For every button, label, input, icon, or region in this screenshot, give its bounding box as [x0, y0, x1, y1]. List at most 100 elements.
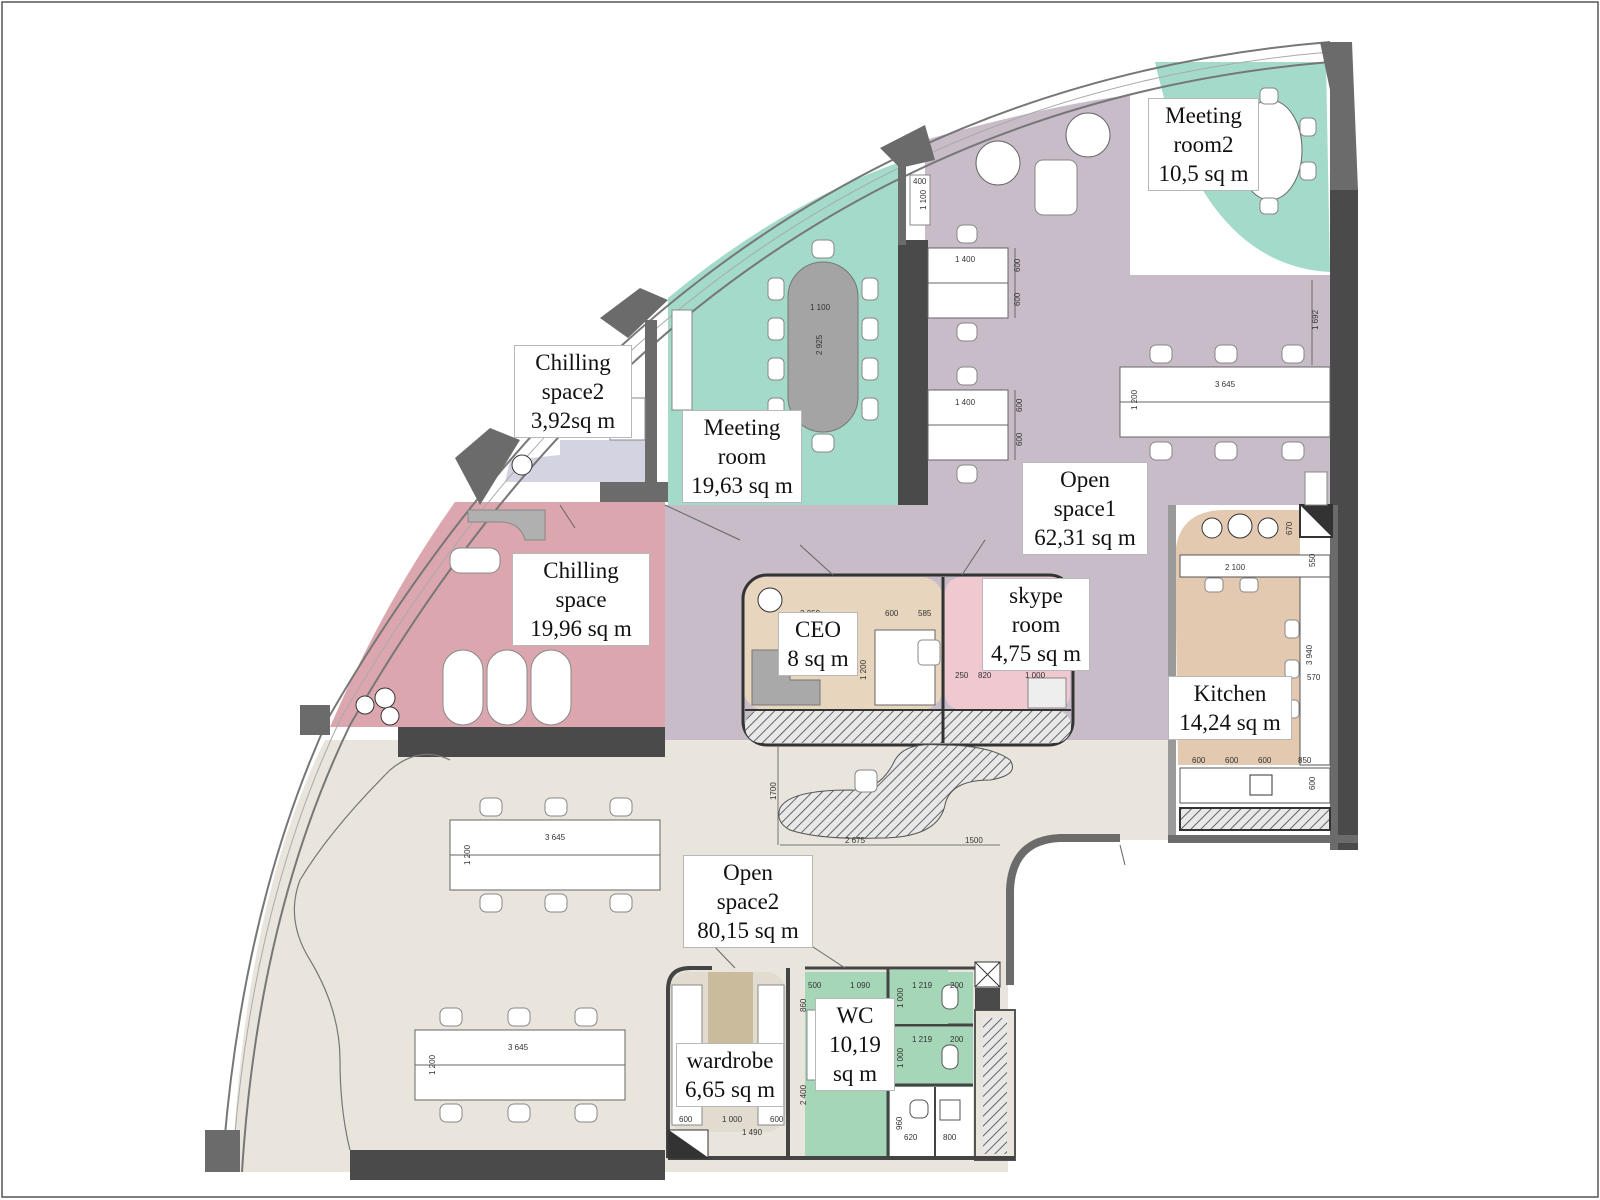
dim-1090: 1 090: [850, 981, 871, 990]
dim-1200d: 1 200: [428, 1054, 437, 1075]
dim-670: 670: [1285, 521, 1294, 535]
desk-chairs: [956, 224, 978, 484]
plant-chill: [355, 687, 400, 726]
kitchen-stools: [1204, 577, 1300, 719]
door: [1119, 844, 1126, 866]
plant: [1227, 513, 1253, 539]
door: [712, 944, 736, 969]
dim-1400a: 1 400: [955, 255, 976, 264]
door: [559, 504, 576, 529]
dim-1700: 1700: [769, 782, 778, 800]
label-line: space2: [716, 889, 780, 914]
sink-wc: [939, 1099, 961, 1121]
plant: [374, 687, 396, 709]
chair: [507, 1007, 531, 1027]
kitchen-counter-right: [1299, 559, 1331, 766]
label-line: Open: [723, 860, 773, 885]
dim-1000a: 1 000: [1025, 671, 1046, 680]
chair: [1281, 441, 1305, 461]
dim-1400b: 1 400: [955, 398, 976, 407]
chair: [956, 224, 978, 244]
lounge-seat: [1034, 159, 1078, 216]
label-ceo: CEO 8 sq m: [778, 612, 858, 676]
dim-3645c: 3 645: [508, 1043, 529, 1052]
kitchen-counter-top: [1179, 554, 1331, 578]
door: [809, 944, 846, 969]
column-2: [880, 125, 935, 168]
wall-wardrobe-outline: [666, 966, 712, 1158]
shaft-wc-x2: [974, 961, 1001, 988]
label-line: WC: [836, 1003, 874, 1028]
dim-600k1: 600: [1192, 756, 1206, 765]
dim-3645a: 3 645: [1215, 380, 1236, 389]
plant-ceo: [757, 587, 783, 613]
chair: [1299, 161, 1317, 181]
chair: [811, 239, 835, 259]
chair: [956, 464, 978, 484]
label-line: 3,92sq m: [530, 408, 616, 433]
chair: [1299, 117, 1317, 137]
dim-1100a: 1 100: [919, 189, 928, 210]
door: [961, 539, 986, 576]
label-line: 19,63 sq m: [691, 473, 793, 498]
shaft-kitchen-fill: [1300, 505, 1332, 537]
dim-600a: 600: [1013, 258, 1022, 272]
wall-chilling-bottom: [398, 727, 665, 757]
dim-600w1: 600: [679, 1115, 693, 1124]
dim-1200b: 1 200: [859, 659, 868, 680]
dim-200b: 200: [950, 1035, 964, 1044]
chair: [861, 277, 879, 301]
label-open-space2: Open space2 80,15 sq m: [683, 855, 813, 948]
chair: [574, 1007, 598, 1027]
chair: [609, 797, 633, 817]
wc-cubicle-1-bg: [890, 970, 948, 1024]
chair: [861, 397, 879, 421]
wall-chilling2-bottom: [600, 482, 668, 502]
plant-chill2: [511, 454, 533, 476]
stool: [1284, 659, 1300, 679]
meeting-room-cabinet: [671, 309, 693, 411]
label-line: Meeting: [703, 415, 781, 440]
chair: [479, 893, 503, 913]
wall-wc-right-dark: [975, 988, 1000, 1010]
wall-kitchen-bottom: [1168, 835, 1358, 843]
outer-glass-wall: [221, 41, 1331, 1173]
wall-kitchen-left: [1168, 505, 1176, 835]
column-3: [600, 288, 668, 338]
toilet-1: [941, 984, 959, 1010]
door: [664, 504, 741, 541]
dim-1000b: 1 000: [896, 987, 905, 1008]
skype-seat: [1027, 677, 1067, 709]
chair: [1149, 344, 1173, 364]
armchair: [442, 649, 484, 726]
wall-open2-bottom: [350, 1150, 665, 1180]
dimension-lines: [777, 248, 1313, 846]
column-4: [455, 428, 520, 505]
label-line: room: [717, 444, 767, 469]
chair: [767, 277, 785, 301]
label-line: 10,5 sq m: [1158, 161, 1249, 186]
dim-1200c: 1 200: [463, 844, 472, 865]
dim-600c: 600: [1015, 398, 1024, 412]
ceo-chair: [917, 639, 941, 666]
dim-820: 820: [978, 671, 992, 680]
chill-armchairs: [442, 649, 572, 726]
label-line: 19,96 sq m: [530, 616, 632, 641]
column-top: [1320, 42, 1358, 190]
dim-1692: 1 692: [1311, 309, 1320, 330]
plant-kitchen: [1201, 513, 1279, 539]
chair: [439, 1103, 463, 1123]
dim-3940: 3 940: [1305, 644, 1314, 665]
armchair: [486, 649, 528, 726]
toilet-2: [941, 1044, 959, 1070]
column-5: [300, 705, 330, 735]
label-line: wardrobe: [686, 1048, 774, 1073]
label-open-space1: Open space1 62,31 sq m: [1022, 462, 1148, 555]
dim-600k3: 600: [1258, 756, 1272, 765]
carpet-outline-2: [389, 753, 451, 771]
label-wardrobe: wardrobe 6,65 sq m: [676, 1043, 784, 1107]
label-line: Open: [1060, 467, 1110, 492]
chair: [544, 893, 568, 913]
label-chilling-space2: Chilling space2 3,92sq m: [514, 345, 632, 438]
